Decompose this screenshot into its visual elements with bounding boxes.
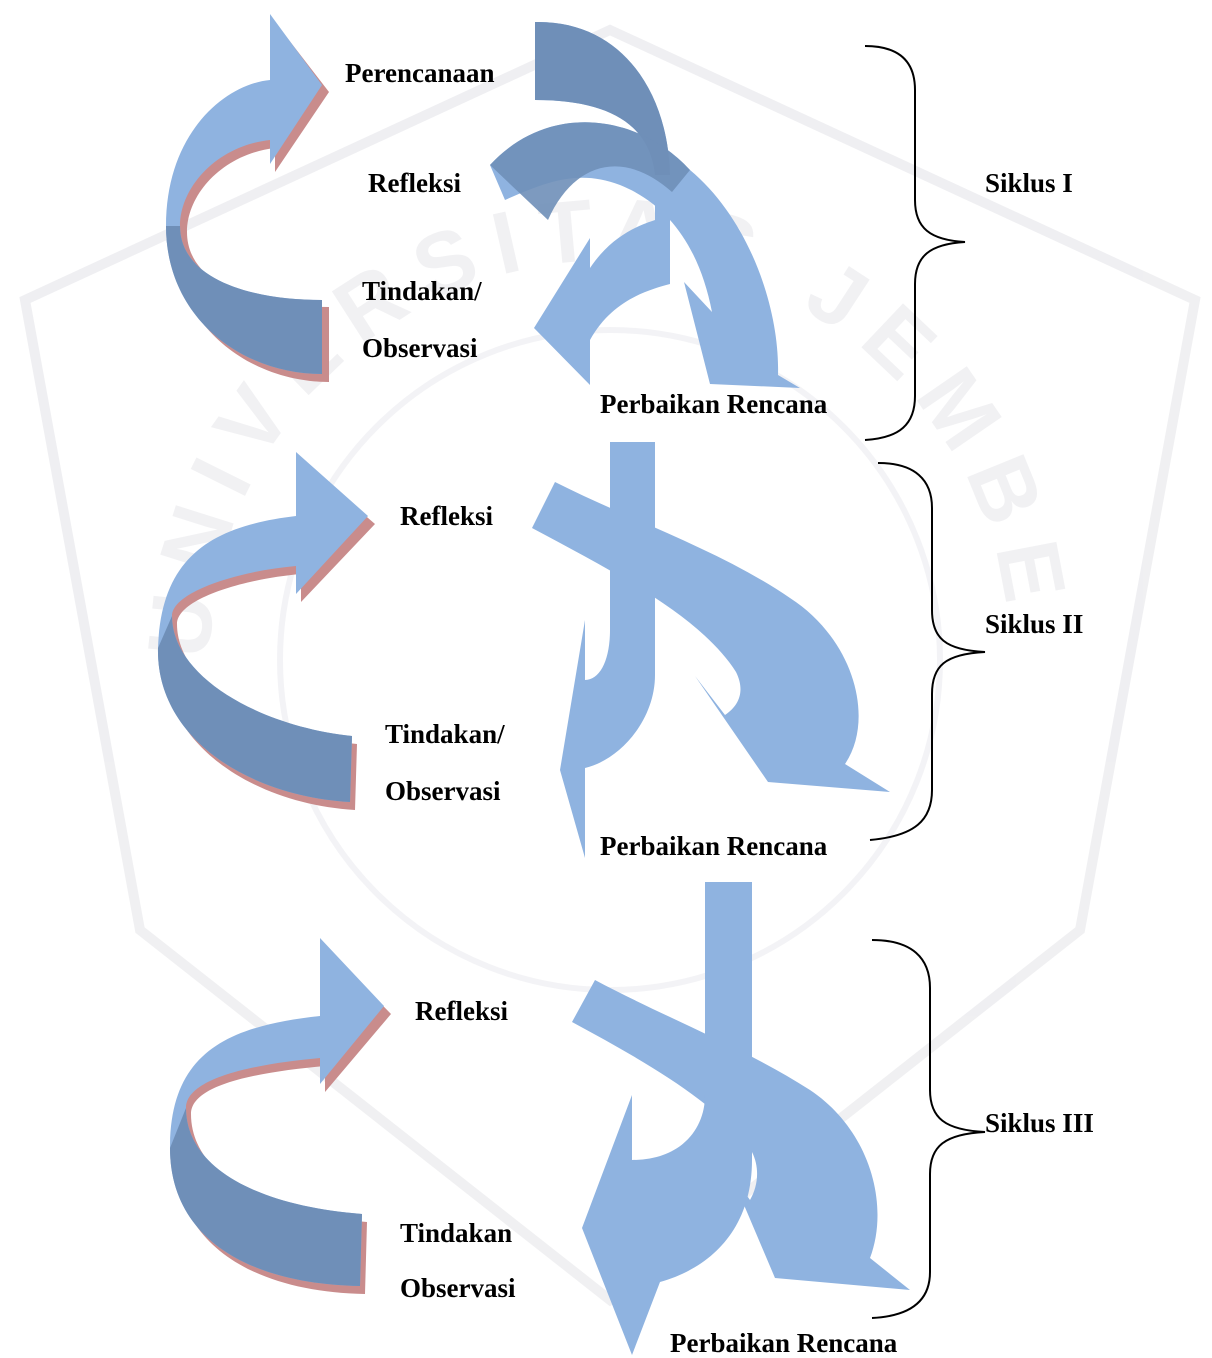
cycle2-label-tindakan: Tindakan/ [385, 719, 505, 749]
cycle1-label-refleksi: Refleksi [368, 168, 461, 198]
cycle3-label-tindakan: Tindakan [400, 1218, 512, 1248]
cycle1-label-tindakan: Tindakan/ [362, 276, 482, 306]
cycle1-top-arc-dark [535, 21, 670, 176]
cycle1-band-dark [490, 122, 690, 220]
cycle3-label-refleksi: Refleksi [415, 996, 508, 1026]
cycle-1: Perencanaan Refleksi Tindakan/ Observasi… [166, 14, 1073, 441]
cycle1-down-arrow-long [490, 122, 800, 388]
cycle1-label-perencanaan: Perencanaan [345, 58, 495, 88]
cycle1-siklus-label: Siklus I [985, 168, 1073, 198]
cycle3-label-perbaikan: Perbaikan Rencana [670, 1328, 898, 1358]
watermark-pentagon [19, 24, 1201, 1307]
cycle2-siklus-label: Siklus II [985, 609, 1083, 639]
cycle-3: Refleksi Tindakan Observasi Perbaikan Re… [170, 882, 1094, 1358]
cycle1-left-arrow-dark [166, 226, 322, 374]
cycle3-left-arrow-dark [170, 1108, 362, 1286]
cycle2-label-perbaikan: Perbaikan Rencana [600, 831, 828, 861]
cycle3-down-arrow-short [582, 882, 752, 1355]
cycle1-label-perbaikan: Perbaikan Rencana [600, 389, 828, 419]
cycle2-label-refleksi: Refleksi [400, 501, 493, 531]
cycle-2: Refleksi Tindakan/ Observasi Perbaikan R… [157, 442, 1083, 861]
cycle1-brace [864, 45, 966, 441]
cycle3-brace [871, 939, 986, 1319]
cycle1-label-observasi: Observasi [362, 333, 478, 363]
cycle2-brace [869, 462, 986, 841]
cycle2-label-observasi: Observasi [385, 776, 501, 806]
cycle3-siklus-label: Siklus III [985, 1108, 1094, 1138]
cycle3-label-observasi: Observasi [400, 1273, 516, 1303]
cycle2-left-arrow-dark [157, 616, 352, 802]
cycle2-down-arrow-short [560, 442, 655, 858]
